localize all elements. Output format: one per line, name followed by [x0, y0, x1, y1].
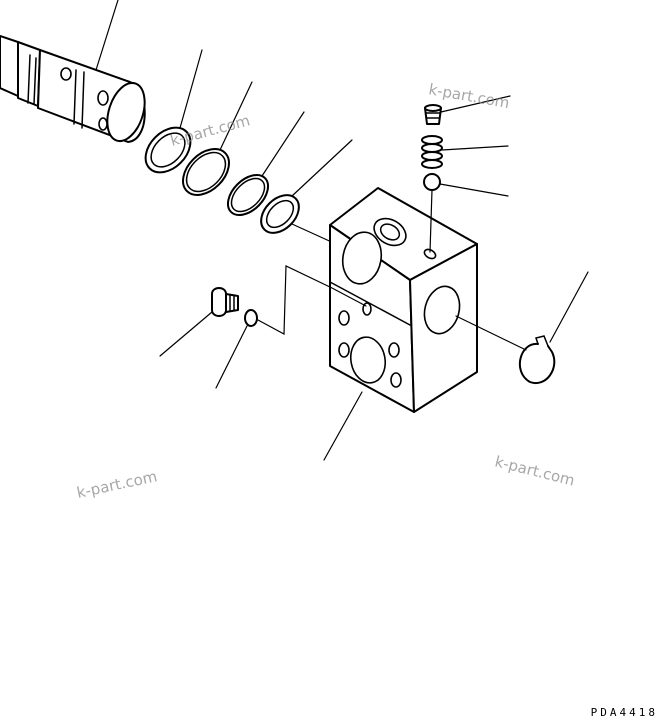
ball-part — [423, 173, 441, 191]
spool-part — [0, 35, 146, 143]
snap-ring-axis-line — [455, 315, 527, 351]
leader-line-snap-ring — [549, 271, 589, 343]
valve-block-part — [329, 187, 478, 413]
leader-line-backup-ring — [179, 49, 203, 129]
spring-part — [421, 135, 443, 169]
snap-ring-part — [519, 335, 556, 385]
watermark-text: k-part.com — [75, 467, 159, 502]
watermark-text: k-part.com — [493, 452, 577, 489]
leader-line-backup-ring-2 — [291, 139, 353, 197]
leader-line-spring — [441, 145, 509, 151]
backup-ring-part — [144, 126, 192, 174]
plug-screw-part — [424, 104, 442, 125]
small-o-ring-part — [244, 309, 258, 327]
o-ring-part — [182, 148, 230, 196]
leader-line-valve-block — [323, 391, 363, 461]
leader-line-ball — [439, 183, 509, 197]
o-ring-part-2 — [226, 173, 270, 217]
leader-line-o-ring — [219, 81, 253, 151]
leader-line-plug — [159, 311, 213, 357]
ball-assembly-axis — [429, 189, 433, 253]
leader-line-plug-screw — [440, 95, 511, 113]
drawing-code-label: PDA4418 — [590, 706, 658, 719]
plug-assembly-path — [257, 265, 367, 335]
watermark-text: k-part.com — [168, 111, 252, 150]
plug-part — [211, 287, 239, 317]
leader-line-small-o-ring — [215, 325, 248, 389]
backup-ring-part-2 — [260, 194, 300, 234]
leader-line-o-ring-2 — [261, 111, 305, 177]
leader-line-spool — [95, 0, 119, 71]
